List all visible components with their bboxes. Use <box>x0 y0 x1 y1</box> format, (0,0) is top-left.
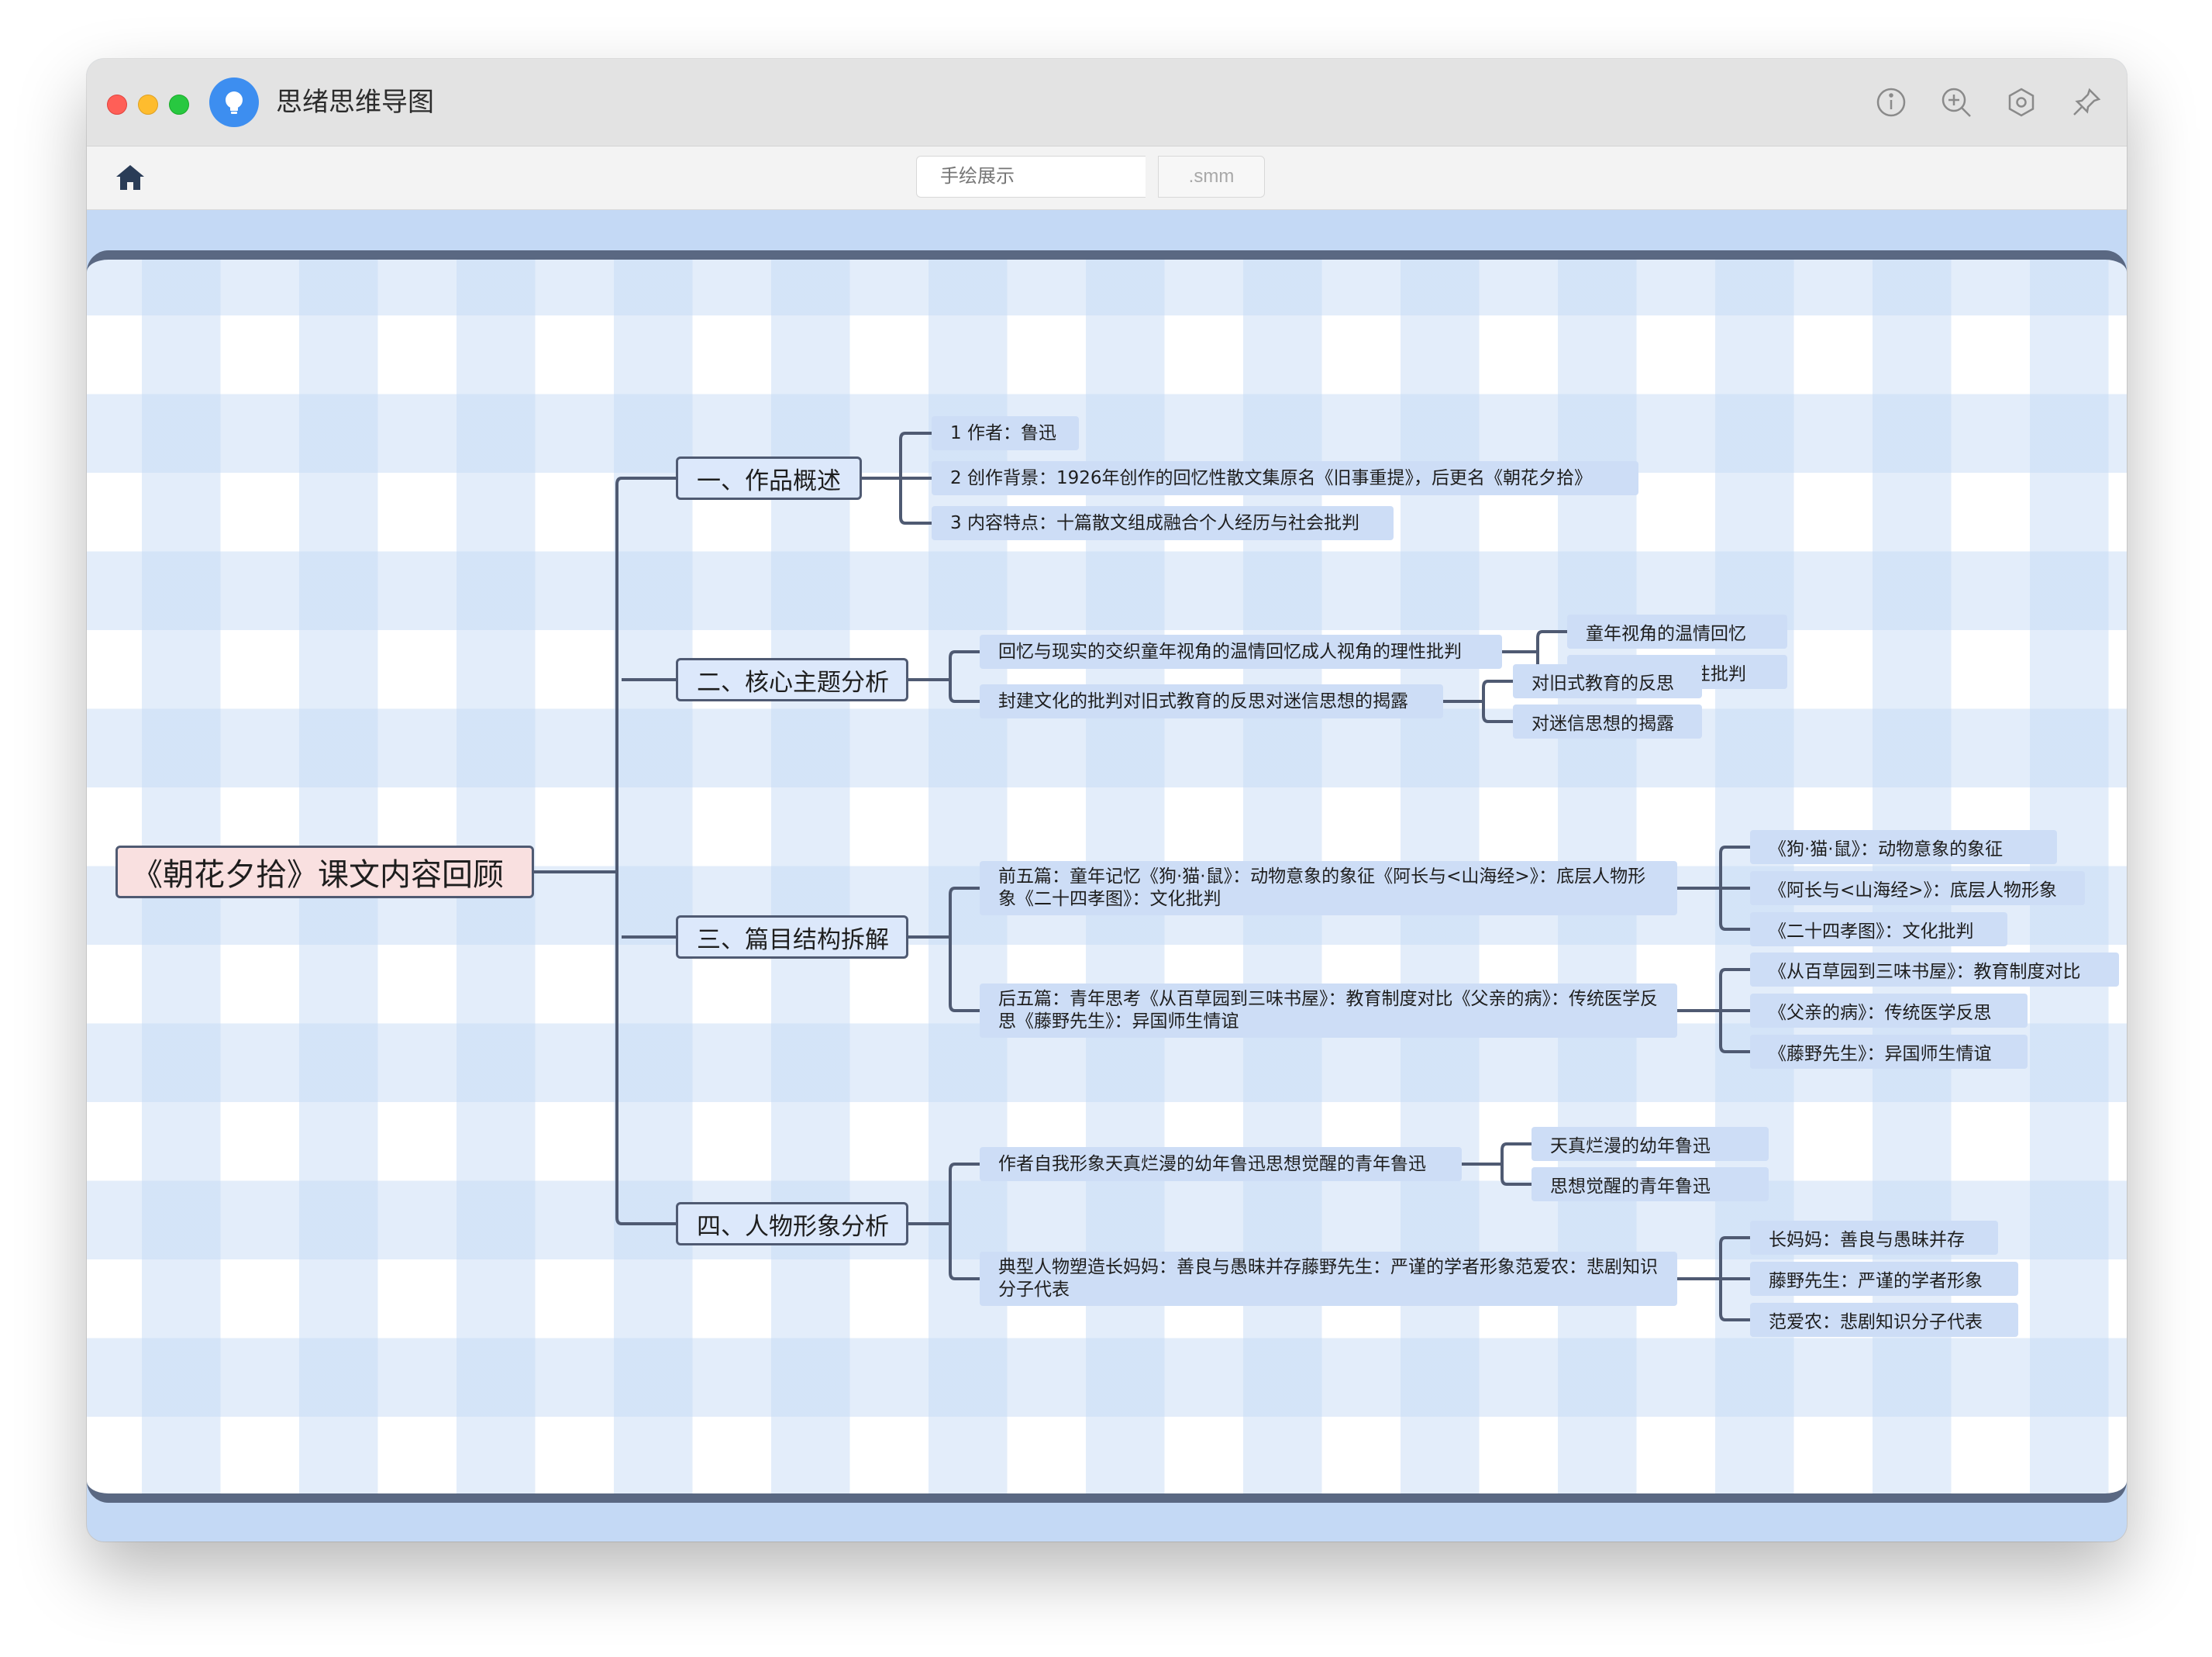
topic-node-self-image[interactable]: 作者自我形象天真烂漫的幼年鲁迅思想觉醒的青年鲁迅 <box>980 1147 1462 1181</box>
leaf-node[interactable]: 《二十四孝图》：文化批判 <box>1750 912 2007 946</box>
lightbulb-icon <box>209 78 259 127</box>
leaf-node[interactable]: 《藤野先生》：异国师生情谊 <box>1750 1035 2028 1069</box>
leaf-node[interactable]: 天真烂漫的幼年鲁迅 <box>1532 1127 1769 1161</box>
leaf-node[interactable]: 《狗·猫·鼠》：动物意象的象征 <box>1750 830 2057 864</box>
connector-lines <box>534 432 1750 1321</box>
leaf-node[interactable]: 思想觉醒的青年鲁迅 <box>1532 1167 1769 1201</box>
file-extension-label: .smm <box>1158 156 1265 198</box>
app-window: 思绪思维导图 <box>87 59 2127 1542</box>
branch-node-overview[interactable]: 一、作品概述 <box>676 456 862 500</box>
topic-node-typical-characters[interactable]: 典型人物塑造长妈妈：善良与愚昧并存藤野先生：严谨的学者形象范爱农：悲剧知识分子代… <box>980 1252 1677 1306</box>
leaf-node[interactable]: 《阿长与<山海经>》：底层人物形象 <box>1750 871 2085 905</box>
branch-node-themes[interactable]: 二、核心主题分析 <box>676 658 908 701</box>
leaf-node[interactable]: 对迷信思想的揭露 <box>1513 704 1702 739</box>
maximize-window-button[interactable] <box>169 95 189 115</box>
leaf-node[interactable]: 童年视角的温情回忆 <box>1567 615 1787 649</box>
branch-node-characters[interactable]: 四、人物形象分析 <box>676 1202 908 1245</box>
leaf-node[interactable]: 范爱农：悲剧知识分子代表 <box>1750 1303 2018 1337</box>
zoom-in-icon[interactable] <box>1939 85 1973 119</box>
leaf-node[interactable]: 《从百草园到三味书屋》：教育制度对比 <box>1750 953 2119 987</box>
topic-node-memory-reality[interactable]: 回忆与现实的交织童年视角的温情回忆成人视角的理性批判 <box>980 635 1502 669</box>
topic-node-author[interactable]: 1 作者：鲁迅 <box>932 416 1079 450</box>
topic-node-background[interactable]: 2 创作背景：1926年创作的回忆性散文集原名《旧事重提》，后更名《朝花夕拾》 <box>932 461 1638 495</box>
minimize-window-button[interactable] <box>138 95 158 115</box>
leaf-node[interactable]: 长妈妈：善良与愚昧并存 <box>1750 1221 1998 1255</box>
branch-node-structure[interactable]: 三、篇目结构拆解 <box>676 915 908 959</box>
info-icon[interactable] <box>1874 85 1908 119</box>
title-bar: 思绪思维导图 <box>87 59 2127 146</box>
topic-node-feudal-critique[interactable]: 封建文化的批判对旧式教育的反思对迷信思想的揭露 <box>980 684 1443 718</box>
topic-node-last-five[interactable]: 后五篇：青年思考《从百草园到三味书屋》：教育制度对比《父亲的病》：传统医学反思《… <box>980 984 1677 1038</box>
close-window-button[interactable] <box>107 95 127 115</box>
topic-node-features[interactable]: 3 内容特点：十篇散文组成融合个人经历与社会批判 <box>932 506 1394 540</box>
home-icon[interactable] <box>113 162 147 193</box>
app-title: 思绪思维导图 <box>276 87 434 118</box>
mindmap-canvas[interactable]: 《朝花夕拾》课文内容回顾 一、作品概述 二、核心主题分析 三、篇目结构拆解 四、… <box>87 250 2127 1503</box>
leaf-node[interactable]: 藤野先生：严谨的学者形象 <box>1750 1262 2018 1296</box>
filename-input[interactable] <box>916 156 1146 198</box>
pin-icon[interactable] <box>2069 85 2103 119</box>
topic-node-first-five[interactable]: 前五篇：童年记忆《狗·猫·鼠》：动物意象的象征《阿长与<山海经>》：底层人物形象… <box>980 861 1677 915</box>
settings-icon[interactable] <box>2004 85 2038 119</box>
leaf-node[interactable]: 对旧式教育的反思 <box>1513 664 1702 698</box>
mindmap-root-node[interactable]: 《朝花夕拾》课文内容回顾 <box>115 846 534 898</box>
toolbar: .smm <box>87 146 2127 210</box>
leaf-node[interactable]: 《父亲的病》：传统医学反思 <box>1750 994 2028 1028</box>
